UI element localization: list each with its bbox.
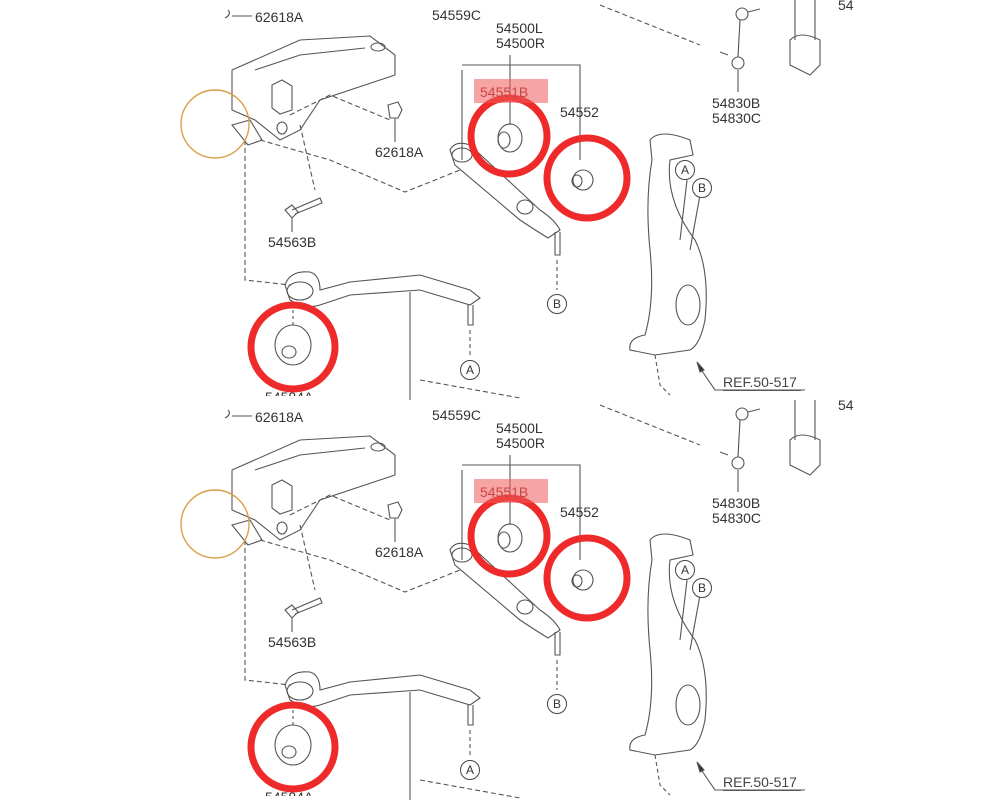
strut	[789, 400, 821, 476]
ref-label: REF.50-517	[723, 374, 801, 391]
parts-diagram-drawing	[180, 400, 821, 800]
label-62618a-mid: 62618A	[375, 544, 424, 560]
label-clipped-right: 54	[838, 400, 854, 413]
label-62618a-top: 62618A	[255, 9, 304, 25]
bushing-54552	[571, 169, 594, 191]
bolt-54563b	[284, 597, 323, 619]
label-54500r: 54500R	[496, 35, 546, 51]
bushing-lower	[274, 724, 312, 766]
subframe	[231, 435, 396, 541]
lower-arm-front	[449, 542, 561, 639]
label-54551b: 54551B	[480, 84, 529, 100]
bushing-54551b	[497, 523, 523, 553]
lower-arm-rear	[284, 671, 481, 708]
strut	[789, 0, 821, 76]
label-54830c: 54830C	[712, 510, 762, 526]
label-54830b: 54830B	[712, 495, 761, 511]
label-54500l: 54500L	[496, 420, 543, 436]
callout-a-arm: A	[460, 760, 480, 780]
lower-arm-rear	[284, 271, 481, 308]
part-label-highlight: 54551B	[474, 79, 548, 103]
part-label-highlight: 54551B	[474, 479, 548, 503]
diagram-copy-top: 54551B 62618A 54559C 54500L 54500R 54552…	[180, 0, 854, 400]
label-54500r: 54500R	[496, 435, 546, 451]
label-54584a-clipped: 54584A	[265, 389, 314, 400]
stabilizer-link	[719, 407, 761, 492]
label-54584a-clipped: 54584A	[265, 789, 314, 800]
label-54563b: 54563B	[268, 234, 317, 250]
bushing-lower	[274, 324, 312, 366]
label-54830b: 54830B	[712, 95, 761, 111]
label-54563b: 54563B	[268, 634, 317, 650]
subframe	[231, 35, 396, 141]
label-54559c: 54559C	[432, 7, 482, 23]
label-54830c: 54830C	[712, 110, 762, 126]
bushing-54552	[571, 569, 594, 591]
nut-62618a	[387, 501, 403, 519]
label-54551b: 54551B	[480, 484, 529, 500]
label-62618a-top: 62618A	[255, 409, 304, 425]
callout-b-arm: B	[547, 294, 567, 314]
label-clipped-right: 54	[838, 0, 854, 13]
parts-diagram-drawing	[180, 0, 821, 400]
highlight-circle-subframe-mount	[180, 489, 250, 559]
ref-label: REF.50-517	[723, 774, 801, 791]
callout-a-arm: A	[460, 360, 480, 380]
diagram-copy-bottom: 54551B 62618A 54559C 54500L 54500R 54552…	[0, 400, 1000, 800]
lower-arm-front	[449, 142, 561, 239]
label-54500l: 54500L	[496, 20, 543, 36]
label-54559c: 54559C	[432, 407, 482, 423]
steering-knuckle	[629, 533, 707, 756]
callout-b-arm: B	[547, 694, 567, 714]
highlight-circle-lower-bushing	[247, 701, 339, 793]
callout-a-knuckle: A	[675, 560, 695, 580]
bushing-54551b	[497, 123, 523, 153]
callout-b-knuckle: B	[692, 578, 712, 598]
bolt-54563b	[284, 197, 323, 219]
steering-knuckle	[629, 133, 707, 356]
stabilizer-link	[719, 7, 761, 92]
highlight-circle-rear-bushing	[543, 134, 631, 222]
highlight-circle-subframe-mount	[180, 89, 250, 159]
label-54552: 54552	[560, 504, 599, 520]
label-54552: 54552	[560, 104, 599, 120]
highlight-circle-lower-bushing	[247, 301, 339, 393]
nut-62618a	[387, 101, 403, 119]
callout-a-knuckle: A	[675, 160, 695, 180]
callout-b-knuckle: B	[692, 178, 712, 198]
label-62618a-mid: 62618A	[375, 144, 424, 160]
highlight-circle-rear-bushing	[543, 534, 631, 622]
